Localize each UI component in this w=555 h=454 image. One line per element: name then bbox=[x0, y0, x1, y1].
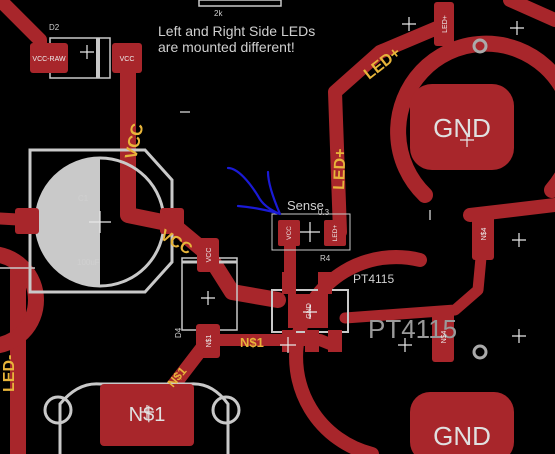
origin-crosses bbox=[80, 17, 526, 419]
pad-ns4-upper-label: N$4 bbox=[481, 227, 488, 240]
d4-pad-top-label: VCC bbox=[206, 248, 213, 263]
ic-pin-4[interactable] bbox=[305, 330, 319, 352]
pad-gnd-bottom-right[interactable] bbox=[410, 392, 514, 454]
bottom-left-hole-b bbox=[211, 395, 241, 425]
d4-name: D4 bbox=[174, 327, 183, 338]
drill-holes bbox=[472, 38, 488, 360]
net-ns1-horizontal: N$1 bbox=[240, 335, 264, 350]
cross-4 bbox=[300, 222, 320, 242]
pad-gnd-top-right[interactable] bbox=[410, 84, 514, 170]
lower-ring-left bbox=[289, 250, 427, 454]
r4-name: R4 bbox=[320, 254, 331, 263]
c1-polarity-fill bbox=[36, 158, 100, 286]
c1-name: C1 bbox=[78, 194, 89, 203]
c1-pad-plus[interactable] bbox=[160, 208, 184, 234]
d4-pad-vcc[interactable] bbox=[197, 238, 219, 272]
note-line-2: are mounted different! bbox=[158, 39, 295, 55]
pad-ns1-bottom-label: N$1 bbox=[129, 404, 166, 426]
d4-pad-ns1[interactable] bbox=[196, 324, 220, 358]
ic-pin-2[interactable] bbox=[318, 272, 332, 294]
pad-gnd-bottom-right-label: GND bbox=[433, 421, 491, 451]
drill-hole-bottom bbox=[472, 344, 488, 360]
ic-name: PT4115 bbox=[353, 272, 394, 286]
ic-pad-center-label: GND bbox=[306, 303, 313, 319]
copper-pads bbox=[15, 2, 514, 454]
left-ring bbox=[0, 246, 44, 354]
bottom-left-hole-a bbox=[43, 395, 73, 425]
led-plus-trace bbox=[328, 18, 451, 239]
ic-big-label: PT4115 bbox=[368, 314, 457, 344]
r4-pad-left-label: VCC bbox=[286, 226, 293, 240]
pad-ns4-lower-label: N$4 bbox=[441, 330, 448, 343]
ns4-trace bbox=[339, 230, 489, 324]
d2-pad-right-label: VCC bbox=[120, 56, 135, 63]
note-line-1: Left and Right Side LEDs bbox=[158, 23, 315, 39]
d2-name: D2 bbox=[49, 23, 60, 32]
cross-12 bbox=[512, 329, 526, 343]
pad-ns4-lower[interactable] bbox=[432, 312, 454, 362]
ic-pin-1[interactable] bbox=[282, 272, 296, 294]
vcc-trace bbox=[120, 54, 286, 308]
d2-pad-left-label: VCC-RAW bbox=[32, 56, 66, 63]
cross-10 bbox=[460, 133, 474, 147]
r4-pad-vcc[interactable] bbox=[278, 220, 300, 246]
cross-1 bbox=[80, 45, 94, 59]
cross-7 bbox=[398, 338, 412, 352]
pad-gnd-top-right-label: GND bbox=[433, 113, 491, 143]
ic-pin-3[interactable] bbox=[282, 330, 296, 352]
cross-6 bbox=[280, 337, 296, 353]
cross-13 bbox=[140, 405, 154, 419]
c1-value: 100uF bbox=[77, 258, 100, 267]
ic-pad-gnd[interactable] bbox=[288, 294, 328, 328]
top-partial-label: 2k bbox=[214, 9, 223, 18]
top-resistor-outline bbox=[198, 0, 282, 7]
net-led-plus-vert: LED+ bbox=[331, 148, 349, 190]
top-right-trace bbox=[503, 0, 555, 27]
c1-outline bbox=[28, 148, 174, 294]
r4-pad-right-label: LED+ bbox=[332, 225, 339, 242]
cross-5 bbox=[303, 305, 317, 319]
ic-pin-5[interactable] bbox=[328, 330, 342, 352]
cross-3 bbox=[201, 291, 215, 305]
c1-pad-minus[interactable] bbox=[15, 208, 39, 234]
cross-9 bbox=[402, 17, 416, 31]
cross-8 bbox=[510, 21, 524, 35]
net-led-minus-left: LED- bbox=[1, 355, 18, 392]
d4-pad-bottom-label: N$1 bbox=[206, 334, 213, 347]
d2-pad-vcc[interactable] bbox=[112, 43, 142, 73]
pad-led-plus-top[interactable] bbox=[434, 2, 454, 46]
d2-pad-vcc-raw[interactable] bbox=[30, 43, 68, 73]
r4-outline bbox=[271, 213, 351, 251]
r4-label-above: Sense bbox=[287, 198, 324, 213]
drill-hole-top bbox=[472, 38, 488, 54]
cross-2 bbox=[89, 211, 111, 233]
upper-ring bbox=[390, 35, 555, 203]
hand-drawn-arrow bbox=[226, 166, 282, 216]
pad-ns4-upper[interactable] bbox=[472, 208, 494, 260]
r4-value: 0.3 bbox=[318, 208, 330, 217]
cross-11 bbox=[512, 233, 526, 247]
pad-led-plus-top-label: LED+ bbox=[442, 15, 449, 33]
r4-pad-ledplus[interactable] bbox=[324, 220, 346, 246]
